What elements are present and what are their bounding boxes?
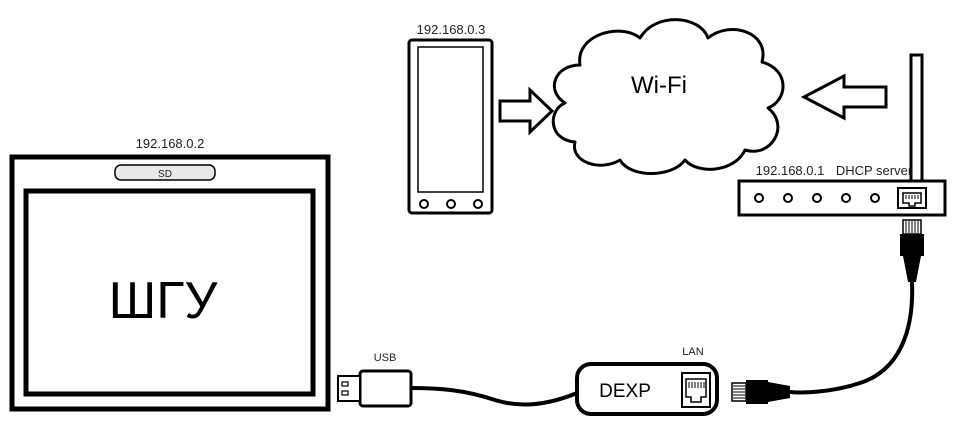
adapter-brand: DEXP <box>599 381 651 402</box>
wifi-label: Wi-Fi <box>631 72 687 99</box>
usb-plug-tip <box>337 375 361 402</box>
router-role: DHCP server <box>836 163 913 178</box>
sd-slot <box>114 164 216 181</box>
phone-button-icon <box>446 199 456 209</box>
router-lan-port-icon <box>897 187 927 209</box>
head-unit-title: ШГУ <box>109 272 219 330</box>
ethernet-wire <box>789 281 915 395</box>
phone: 192.168.0.3 <box>407 22 494 215</box>
arrow-left-icon <box>800 73 888 121</box>
router-antenna <box>909 53 924 183</box>
head-unit-screen <box>23 188 316 397</box>
usb-plug-icon: USB <box>337 352 413 408</box>
head-unit-ip: 192.168.0.2 <box>136 136 205 151</box>
router-led-icon <box>783 193 793 203</box>
wifi-cloud: Wi-Fi <box>551 18 785 175</box>
ethernet-cable <box>731 219 924 404</box>
usb-lan-adapter: LAN DEXP <box>575 346 719 416</box>
router-led-icon <box>754 193 764 203</box>
arrow-right-icon <box>498 86 555 136</box>
usb-wire <box>409 386 578 407</box>
phone-screen <box>417 46 484 193</box>
phone-button-icon <box>473 199 483 209</box>
rj45-plug-icon <box>900 219 924 282</box>
router-led-icon <box>812 193 822 203</box>
router: 192.168.0.1 DHCP server <box>737 53 947 217</box>
router-ip: 192.168.0.1 <box>756 163 825 178</box>
router-led-icon <box>870 193 880 203</box>
sd-label: SD <box>158 169 172 180</box>
head-unit: 192.168.0.2 SD ШГУ <box>9 136 331 412</box>
phone-button-icon <box>419 199 429 209</box>
cloud-shape <box>551 18 785 175</box>
adapter-lan-port-icon <box>681 372 711 408</box>
usb-label: USB <box>374 352 397 364</box>
lan-label: LAN <box>682 346 703 358</box>
usb-plug-body <box>358 369 413 408</box>
rj45-plug-icon <box>731 380 790 404</box>
router-led-icon <box>841 193 851 203</box>
phone-ip: 192.168.0.3 <box>417 22 486 37</box>
